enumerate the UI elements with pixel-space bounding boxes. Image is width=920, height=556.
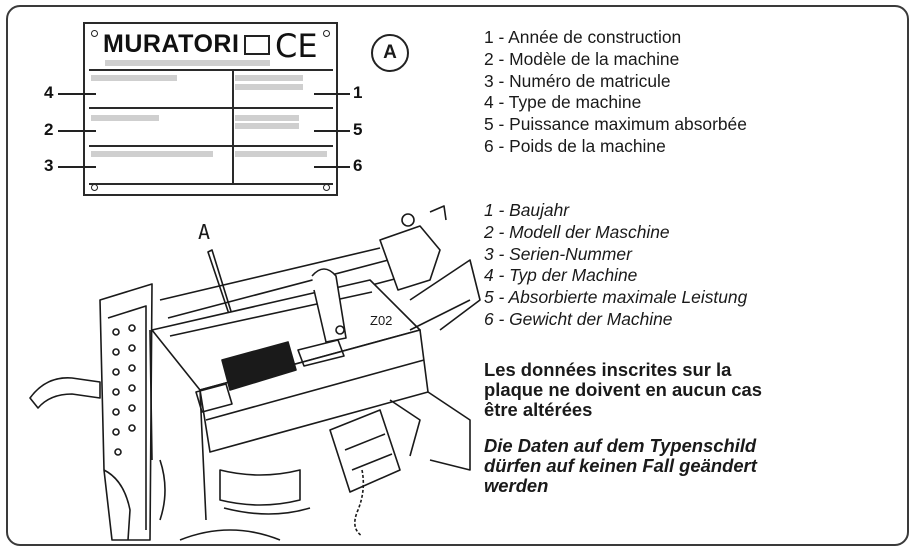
callout-leader bbox=[314, 93, 350, 95]
plate-divider bbox=[89, 183, 333, 185]
blurred-text bbox=[91, 115, 159, 121]
callout-leader bbox=[58, 166, 96, 168]
page-frame bbox=[6, 5, 909, 546]
legend-item: 3 - Serien-Nummer bbox=[484, 243, 632, 264]
plate-divider bbox=[232, 69, 234, 184]
warning-line: Les données inscrites sur la bbox=[484, 359, 732, 380]
blurred-text bbox=[105, 60, 270, 66]
warning-line: Die Daten auf dem Typenschild bbox=[484, 435, 757, 456]
arrow-label: A bbox=[198, 220, 211, 244]
legend-german: 1 - Baujahr 2 - Modell der Maschine 3 - … bbox=[484, 200, 747, 331]
warning-line: werden bbox=[484, 475, 549, 497]
callout-3: 3 bbox=[44, 156, 54, 175]
blurred-text bbox=[235, 84, 303, 90]
blurred-text bbox=[235, 151, 327, 157]
legend-item: 5 - Absorbierte maximale Leistung bbox=[484, 287, 748, 308]
callout-leader bbox=[58, 93, 96, 95]
blurred-text bbox=[235, 123, 299, 129]
callout-4: 4 bbox=[44, 83, 54, 102]
identification-plate: MURATORI CE bbox=[83, 22, 338, 196]
callout-1: 1 bbox=[353, 83, 363, 102]
legend-item: 4 - Typ der Machine bbox=[484, 265, 638, 286]
blurred-text bbox=[235, 75, 303, 81]
legend-item: 2 - Modell der Maschine bbox=[484, 221, 670, 242]
plate-divider bbox=[89, 145, 333, 147]
mounting-hole bbox=[91, 184, 98, 191]
plate-divider bbox=[89, 69, 333, 71]
callout-6: 6 bbox=[353, 156, 363, 175]
mounting-hole bbox=[323, 184, 330, 191]
callout-5: 5 bbox=[353, 120, 363, 139]
warning-line: dürfen auf keinen Fall geändert bbox=[484, 455, 757, 477]
callout-leader bbox=[314, 166, 350, 168]
plate-divider bbox=[89, 107, 333, 109]
warning-line: plaque ne doivent en aucun cas bbox=[484, 379, 762, 401]
legend-item: 2 - Modèle de la machine bbox=[484, 48, 680, 69]
warning-german: Die Daten auf dem Typenschild dürfen auf… bbox=[484, 435, 864, 497]
view-marker: A bbox=[371, 34, 409, 72]
callout-leader bbox=[314, 130, 350, 132]
callout-2: 2 bbox=[44, 120, 54, 139]
blurred-text bbox=[91, 75, 177, 81]
legend-item: 1 - Baujahr bbox=[484, 200, 570, 220]
mounting-hole bbox=[323, 30, 330, 37]
legend-item: 4 - Type de machine bbox=[484, 92, 642, 113]
mounting-hole bbox=[91, 30, 98, 37]
legend-french: 1 - Année de construction 2 - Modèle de … bbox=[484, 27, 747, 158]
legend-item: 3 - Numéro de matricule bbox=[484, 70, 671, 91]
brand-logo: MURATORI bbox=[103, 30, 240, 58]
callout-leader bbox=[58, 130, 96, 132]
warning-line: être altérées bbox=[484, 399, 593, 421]
blurred-text bbox=[91, 151, 213, 157]
legend-item: 6 - Gewicht der Machine bbox=[484, 308, 673, 329]
legend-item: 6 - Poids de la machine bbox=[484, 135, 666, 156]
ce-mark: CE bbox=[275, 27, 318, 65]
brand-logo-icon bbox=[244, 35, 270, 55]
blurred-text bbox=[235, 115, 299, 121]
warning-french: Les données inscrites sur la plaque ne d… bbox=[484, 359, 864, 421]
figure-code: Z02 bbox=[370, 313, 393, 328]
legend-item: 1 - Année de construction bbox=[484, 27, 682, 47]
legend-item: 5 - Puissance maximum absorbée bbox=[484, 114, 747, 135]
